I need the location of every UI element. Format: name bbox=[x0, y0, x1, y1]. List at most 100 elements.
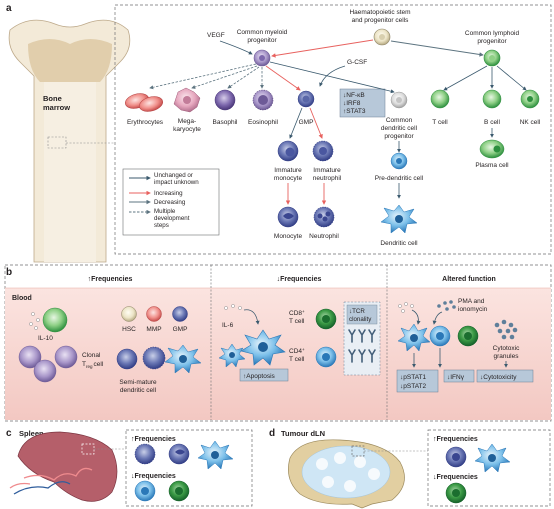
arrow-hspc-cmp bbox=[271, 39, 374, 58]
b-cell-label: B cell bbox=[484, 119, 500, 126]
panel-a-frame bbox=[114, 4, 552, 255]
pma-dots bbox=[437, 300, 456, 311]
cytotoxicity-text: ↓Cytotoxicity bbox=[480, 374, 517, 381]
ifng-box: ↓IFNγ bbox=[443, 369, 475, 383]
megakaryocyte-cell bbox=[173, 87, 201, 113]
marrow-zoom-box bbox=[47, 136, 67, 149]
arrow-hspc-clp bbox=[390, 40, 484, 57]
tcr-label-1: ↓TCR bbox=[349, 308, 365, 315]
cytotoxicity-box: ↓Cytotoxicity bbox=[476, 369, 534, 383]
neutrophil-label: Neutrophil bbox=[309, 233, 339, 240]
apoptosis-box: ↑Apoptosis bbox=[239, 368, 289, 382]
tcr-label-2: clonality bbox=[349, 316, 372, 323]
pstat1-text: ↓pSTAT1 bbox=[400, 374, 427, 381]
semi-mature-dc-3 bbox=[164, 344, 202, 374]
tcr-receptor-icons bbox=[348, 329, 376, 363]
panel-b-letter: b bbox=[6, 267, 12, 278]
cd4-label-2: T cell bbox=[289, 356, 305, 363]
semi-mature-label-1: Semi-mature bbox=[119, 379, 157, 386]
cmp-cell bbox=[253, 49, 271, 67]
clp-cell bbox=[483, 49, 501, 67]
hspc-label-2: and progenitor cells bbox=[352, 17, 409, 24]
panel-d: d Tumour dLN ↑Frequencies ↓Frequencies bbox=[269, 428, 551, 509]
cdp-label-1: Common bbox=[386, 117, 413, 124]
cd4-t-cell bbox=[315, 346, 337, 368]
pma-label-1: PMA and bbox=[458, 298, 485, 305]
spleen-illustration bbox=[9, 431, 118, 502]
clonal-label: Clonal bbox=[82, 352, 101, 359]
immature-monocyte-cell bbox=[277, 140, 299, 162]
erythrocyte-cells bbox=[125, 93, 163, 112]
il10-cell bbox=[42, 307, 68, 333]
arrow-cmp-cdp bbox=[269, 61, 395, 94]
cmp-label-1: Common myeloid bbox=[237, 29, 288, 36]
panel-b: b ↑Frequencies ↓Frequencies Altered func… bbox=[4, 264, 552, 422]
pstat2-text: ↓pSTAT2 bbox=[400, 383, 427, 390]
hspc-label-1: Haematopoietic stem bbox=[349, 9, 410, 16]
clp-label-2: progenitor bbox=[477, 38, 507, 45]
legend-unchanged-2: impact unknown bbox=[154, 179, 199, 186]
signals-box: ↓NF-κB ↓IRF8 ↑STAT3 bbox=[339, 88, 386, 118]
cdp-cell bbox=[390, 91, 408, 109]
basophil-label: Basophil bbox=[213, 119, 238, 126]
neutrophil-cell bbox=[313, 206, 335, 228]
cd8-label-1: CD8+ bbox=[289, 309, 305, 317]
dln-up-heading: ↑Frequencies bbox=[433, 436, 478, 443]
immature-monocyte-label-1: Immature bbox=[274, 167, 302, 174]
panel-c: c Spleen ↑Frequencies ↓Frequencies bbox=[6, 428, 253, 507]
immature-neutrophil-cell bbox=[312, 140, 334, 162]
hspc-cell bbox=[373, 28, 391, 46]
pstat-box: ↓pSTAT1 ↓pSTAT2 bbox=[396, 369, 439, 393]
erythrocytes-label: Erythrocytes bbox=[127, 119, 164, 126]
pre-dendritic-label: Pre-dendritic cell bbox=[375, 175, 424, 182]
il10-dots bbox=[29, 312, 40, 330]
lymph-node-illustration bbox=[288, 439, 405, 509]
arrow-cmp-baso bbox=[227, 66, 260, 89]
gmp-cell bbox=[297, 90, 315, 108]
semi-mature-dc-1 bbox=[116, 348, 138, 370]
hsc-label: HSC bbox=[122, 326, 136, 333]
altered-cd4-cell bbox=[429, 325, 451, 347]
legend-multiple-2: development bbox=[154, 215, 190, 222]
spleen-down-cd4 bbox=[134, 480, 156, 502]
ifng-text: ↓IFNγ bbox=[447, 374, 465, 381]
dln-up-dc bbox=[474, 443, 511, 473]
immature-neutrophil-label-2: neutrophil bbox=[313, 175, 342, 182]
arrow-cmp-gmp bbox=[265, 65, 301, 91]
arrow-cmp-mega bbox=[191, 65, 258, 89]
cd8-label-2: T cell bbox=[289, 318, 305, 325]
immature-monocyte-label-2: monocyte bbox=[274, 175, 303, 182]
bone-label-1: Bone bbox=[43, 94, 62, 103]
megakaryocyte-label-1: Mega- bbox=[178, 118, 196, 125]
b-freq-down-heading: ↓Frequencies bbox=[277, 276, 322, 283]
semi-mature-dc-2 bbox=[142, 346, 166, 370]
legend-multiple-1: Multiple bbox=[154, 208, 176, 215]
legend-increasing: Increasing bbox=[154, 190, 183, 197]
legend-decreasing: Decreasing bbox=[154, 199, 186, 206]
arrow-gmp-immneut bbox=[309, 107, 323, 139]
panel-c-letter: c bbox=[6, 428, 12, 439]
clp-label-1: Common lymphoid bbox=[465, 30, 520, 37]
spleen-up-monocyte bbox=[168, 443, 190, 465]
treg-clone-cells bbox=[18, 345, 78, 383]
signal-stat3: ↑STAT3 bbox=[343, 108, 366, 115]
cdp-label-2: dendritic cell bbox=[381, 125, 418, 132]
altered-cd8-cell bbox=[457, 325, 479, 347]
right-dots bbox=[398, 302, 414, 313]
spleen-down-cd8 bbox=[168, 480, 190, 502]
arrow-gmp-immmono bbox=[289, 107, 303, 139]
mmp-cell bbox=[146, 306, 162, 322]
mmp-label: MMP bbox=[146, 326, 161, 333]
blood-label: Blood bbox=[12, 295, 32, 302]
dendritic-cell bbox=[380, 204, 418, 234]
il6-label: IL-6 bbox=[222, 322, 234, 329]
pre-dendritic-cell bbox=[390, 152, 408, 170]
gmp-label: GMP bbox=[299, 119, 314, 126]
monocyte-cell bbox=[277, 206, 299, 228]
treg-label: Tregcell bbox=[82, 361, 104, 369]
panel-c-frame bbox=[125, 429, 253, 507]
hsc-cell bbox=[121, 306, 137, 322]
apoptosis-text: ↑Apoptosis bbox=[243, 373, 276, 380]
b-freq-up-heading: ↑Frequencies bbox=[88, 276, 133, 283]
